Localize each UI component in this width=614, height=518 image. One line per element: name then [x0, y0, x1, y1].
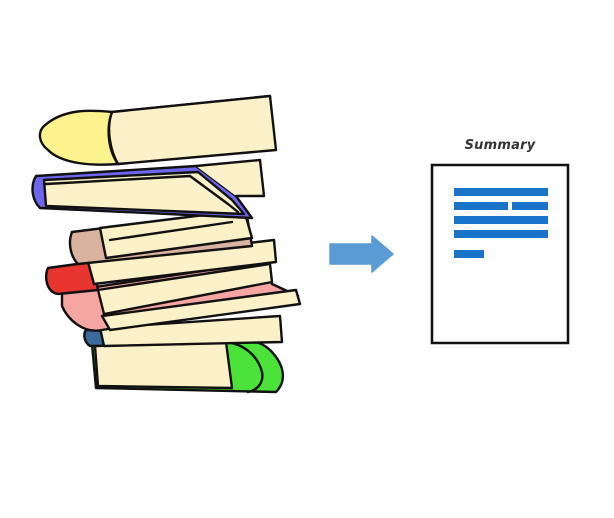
book-red — [44, 260, 100, 296]
summary-title: Summary — [464, 138, 536, 153]
